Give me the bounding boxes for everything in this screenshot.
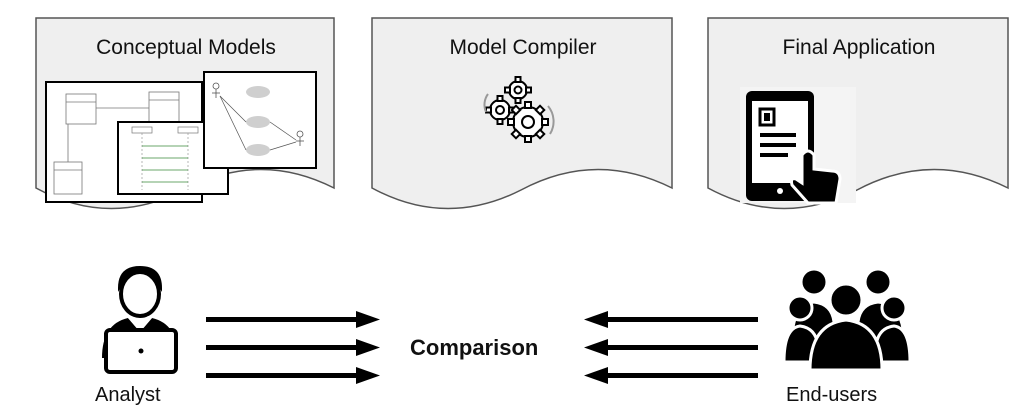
end-users-arrows [584, 311, 758, 384]
smartphone-touch-icon [740, 87, 856, 205]
analyst-laptop-icon [102, 266, 178, 374]
uml-diagrams-icon [45, 71, 317, 203]
panel-title-conceptual: Conceptual Models [96, 36, 276, 59]
model-compiler-panel: Model Compiler [370, 0, 676, 215]
group-users-icon [784, 267, 912, 372]
analyst-arrows [206, 311, 380, 384]
gears-icon [483, 76, 555, 143]
panel-title-compiler: Model Compiler [449, 36, 597, 59]
analyst-label: Analyst [95, 384, 161, 406]
comparison-label: Comparison [410, 335, 539, 360]
panel-title-final: Final Application [782, 36, 936, 59]
final-application-panel: Final Application [706, 0, 1012, 215]
end-users-label: End-users [786, 384, 878, 406]
conceptual-models-panel: Conceptual Models [34, 0, 338, 215]
